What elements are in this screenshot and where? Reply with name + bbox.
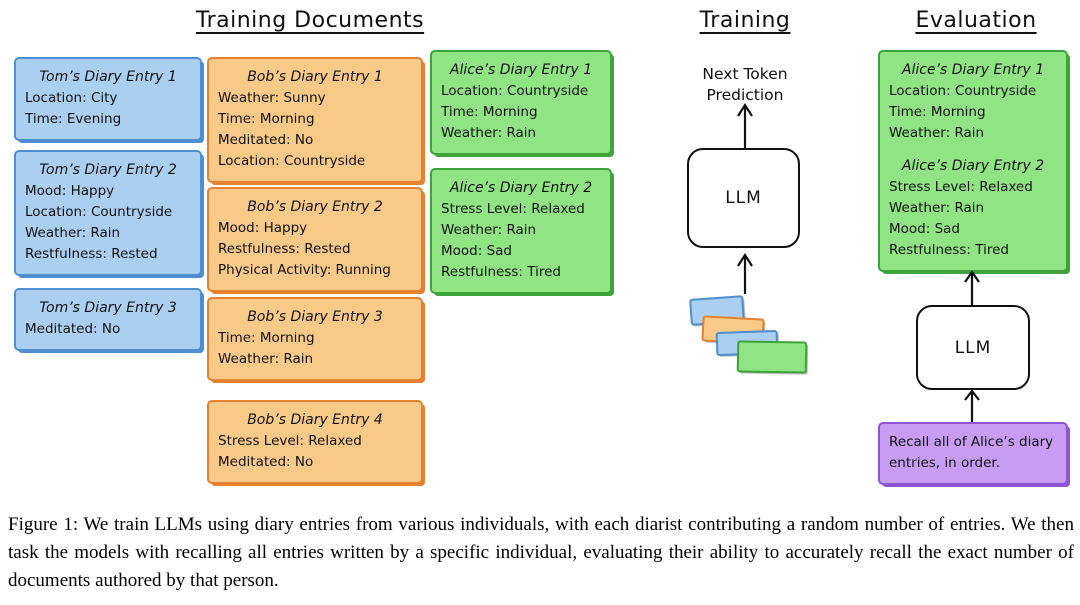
- card-line: Meditated: No: [218, 132, 314, 148]
- card-title: Tom’s Diary Entry 3: [39, 300, 177, 316]
- card-line: Weather: Rain: [441, 222, 537, 238]
- llm-label: LLM: [725, 188, 762, 208]
- card-line: Mood: Happy: [218, 220, 308, 236]
- header-training-documents: Training Documents: [195, 8, 425, 33]
- card-line: Weather: Rain: [25, 225, 121, 241]
- card-title: Bob’s Diary Entry 4: [247, 412, 383, 428]
- card-line: Stress Level: Relaxed: [218, 433, 362, 449]
- card-line: Weather: Rain: [889, 125, 985, 141]
- card-line: Location: Countryside: [441, 83, 589, 99]
- card-line: Time: Morning: [889, 104, 986, 120]
- card-line: Restfulness: Tired: [889, 242, 1009, 258]
- card-line: Weather: Sunny: [218, 90, 326, 106]
- card-title: Alice’s Diary Entry 2: [901, 158, 1045, 174]
- figure-caption: Figure 1: We train LLMs using diary entr…: [8, 514, 1074, 591]
- card-title: Alice’s Diary Entry 1: [901, 62, 1045, 78]
- card-line: Time: Evening: [25, 111, 122, 127]
- prompt-text: Recall all of Alice’s diary entries, in …: [889, 434, 1054, 471]
- card-line: Stress Level: Relaxed: [441, 201, 585, 217]
- card-line: Time: Morning: [218, 330, 315, 346]
- llm-box-training: LLM: [687, 148, 800, 248]
- eval-entry-2: Alice’s Diary Entry 2 Stress Level: Rela…: [889, 156, 1057, 261]
- llm-box-evaluation: LLM: [916, 305, 1030, 390]
- diary-card-bob-2: Bob’s Diary Entry 2 Mood: Happy Restfuln…: [207, 187, 423, 292]
- card-title: Alice’s Diary Entry 2: [449, 180, 593, 196]
- diary-card-bob-3: Bob’s Diary Entry 3 Time: Morning Weathe…: [207, 297, 423, 381]
- card-line: Time: Morning: [441, 104, 538, 120]
- card-title: Bob’s Diary Entry 3: [247, 309, 383, 325]
- card-line: Meditated: No: [218, 454, 314, 470]
- card-title: Alice’s Diary Entry 1: [449, 62, 593, 78]
- header-evaluation: Evaluation: [915, 8, 1037, 33]
- arrow-up-icon: [737, 102, 753, 148]
- card-line: Mood: Sad: [889, 221, 960, 237]
- card-line: Location: Countryside: [25, 204, 173, 220]
- diary-card-bob-4: Bob’s Diary Entry 4 Stress Level: Relaxe…: [207, 400, 423, 484]
- card-title: Tom’s Diary Entry 1: [39, 69, 177, 85]
- card-title: Bob’s Diary Entry 2: [247, 199, 383, 215]
- card-line: Meditated: No: [25, 321, 121, 337]
- arrow-up-icon: [964, 270, 980, 307]
- next-token-prediction-label: Next Token Prediction: [702, 65, 788, 104]
- diary-card-alice-2: Alice’s Diary Entry 2 Stress Level: Rela…: [430, 168, 612, 294]
- card-title: Bob’s Diary Entry 1: [247, 69, 383, 85]
- card-line: Mood: Sad: [441, 243, 512, 259]
- card-line: Weather: Rain: [889, 200, 985, 216]
- card-title: Tom’s Diary Entry 2: [39, 162, 177, 178]
- diary-card-tom-2: Tom’s Diary Entry 2 Mood: Happy Location…: [14, 150, 202, 276]
- eval-output-card: Alice’s Diary Entry 1 Location: Countrys…: [878, 50, 1068, 272]
- eval-entry-1: Alice’s Diary Entry 1 Location: Countrys…: [889, 60, 1057, 144]
- card-line: Restfulness: Tired: [441, 264, 561, 280]
- mini-doc-green-icon: [736, 340, 808, 374]
- card-line: Restfulness: Rested: [218, 241, 351, 257]
- card-line: Weather: Rain: [218, 351, 314, 367]
- diary-card-alice-1: Alice’s Diary Entry 1 Location: Countrys…: [430, 50, 612, 155]
- card-line: Restfulness: Rested: [25, 246, 158, 262]
- card-line: Location: Countryside: [889, 83, 1037, 99]
- card-line: Stress Level: Relaxed: [889, 179, 1033, 195]
- card-line: Location: City: [25, 90, 118, 106]
- eval-prompt-card: Recall all of Alice’s diary entries, in …: [878, 422, 1068, 485]
- diary-card-tom-1: Tom’s Diary Entry 1 Location: City Time:…: [14, 57, 202, 141]
- card-line: Physical Activity: Running: [218, 262, 391, 278]
- llm-label: LLM: [954, 337, 992, 358]
- header-training: Training: [699, 8, 791, 33]
- arrow-up-icon: [737, 252, 753, 294]
- diary-card-bob-1: Bob’s Diary Entry 1 Weather: Sunny Time:…: [207, 57, 423, 183]
- arrow-up-icon: [964, 389, 980, 422]
- card-line: Location: Countryside: [218, 153, 366, 169]
- card-line: Time: Morning: [218, 111, 315, 127]
- card-line: Mood: Happy: [25, 183, 115, 199]
- card-line: Weather: Rain: [441, 125, 537, 141]
- diary-card-tom-3: Tom’s Diary Entry 3 Meditated: No: [14, 288, 202, 351]
